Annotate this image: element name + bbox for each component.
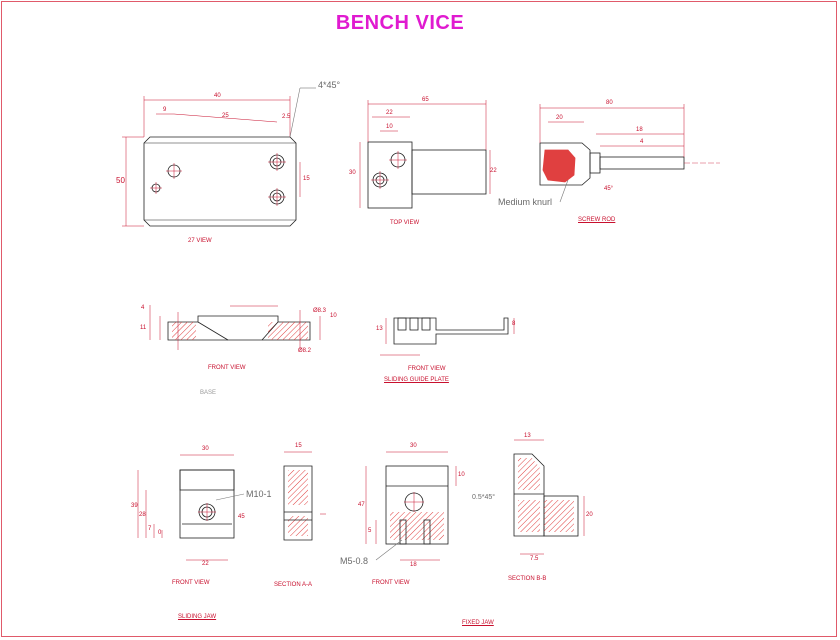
dim-label: 11 <box>140 325 147 331</box>
fixed-jaw-front-view <box>365 451 457 561</box>
dim-label: 22 <box>490 168 497 174</box>
dim-label: 7.5 <box>530 556 539 562</box>
dim-label: 30 <box>410 443 417 449</box>
sliding-guide-front-view <box>380 317 515 356</box>
view-caption: SLIDING GUIDE PLATE <box>384 377 449 383</box>
dim-label: 10 <box>458 472 465 478</box>
section-bb-view <box>513 439 585 555</box>
dim-label: 45° <box>604 186 614 192</box>
dim-label: 5 <box>368 528 372 534</box>
dim-label: 22 <box>202 561 209 567</box>
dim-label: 4 <box>640 139 644 145</box>
dim-label: 9 <box>163 107 167 113</box>
thread-m10-callout: M10-1 <box>246 489 272 499</box>
dim-label: 30 <box>349 170 356 176</box>
dim-label: 13 <box>376 326 383 332</box>
dim-label: 40 <box>214 93 221 99</box>
view-caption: FRONT VIEW <box>372 580 410 586</box>
dim-label: 25 <box>222 113 229 119</box>
chamfer-side-callout: 0.5*45° <box>472 494 496 501</box>
sliding-jaw-front-view <box>137 454 245 561</box>
view-caption: 27 VIEW <box>188 238 212 244</box>
dim-label: 47 <box>358 502 365 508</box>
dim-label: 80 <box>606 100 613 106</box>
dim-label: 28 <box>139 512 146 518</box>
dim-label: 65 <box>422 97 429 103</box>
dim-label: 18 <box>636 127 643 133</box>
chamfer-leader <box>289 87 301 138</box>
base-top-view <box>122 87 316 227</box>
dim-label: 7 <box>148 526 152 532</box>
knurl-area <box>542 149 576 183</box>
dim-label: 15 <box>303 176 310 182</box>
dim-label: 4 <box>141 305 145 311</box>
view-caption: FRONT VIEW <box>408 366 446 372</box>
fixed-jaw-top-view <box>359 100 491 209</box>
dim-label: 22 <box>386 110 393 116</box>
dim-label: 10 <box>330 313 337 319</box>
dim-label: 30 <box>202 446 209 452</box>
view-caption: BASE <box>200 390 217 396</box>
view-caption: FIXED JAW <box>462 620 494 626</box>
dim-label: 15 <box>295 443 302 449</box>
dim-label: Ø8.2 <box>298 348 312 354</box>
screw-rod-view <box>539 104 720 203</box>
dim-label: Ø8.3 <box>313 308 327 314</box>
base-front-view <box>149 305 321 350</box>
view-caption: FRONT VIEW <box>208 365 246 371</box>
thread-m5-callout: M5-0.8 <box>340 556 369 566</box>
view-caption: TOP VIEW <box>390 220 420 226</box>
dim-label: 39 <box>131 503 138 509</box>
drawing-title: BENCH VICE <box>335 12 465 34</box>
section-aa-view <box>283 451 326 541</box>
dim-label: 18 <box>410 562 417 568</box>
dim-label: 10 <box>386 124 393 130</box>
dim-label: 50 <box>116 176 125 185</box>
dim-label: 13 <box>524 433 531 439</box>
view-caption: FRONT VIEW <box>172 580 210 586</box>
view-caption: SCREW ROD <box>578 217 616 223</box>
dim-label: 20 <box>556 115 563 121</box>
dim-label: 2.5 <box>282 114 291 120</box>
dim-label: 0 <box>158 530 162 536</box>
chamfer-callout: 4*45° <box>318 80 341 90</box>
view-caption: SECTION A-A <box>274 582 313 588</box>
knurl-callout: Medium knurl <box>498 197 553 207</box>
dim-label: 45 <box>238 514 245 520</box>
view-caption: SECTION B-B <box>508 576 547 582</box>
view-caption: SLIDING JAW <box>178 614 217 620</box>
dim-label: 20 <box>586 512 593 518</box>
dim-label: 8 <box>512 321 516 327</box>
